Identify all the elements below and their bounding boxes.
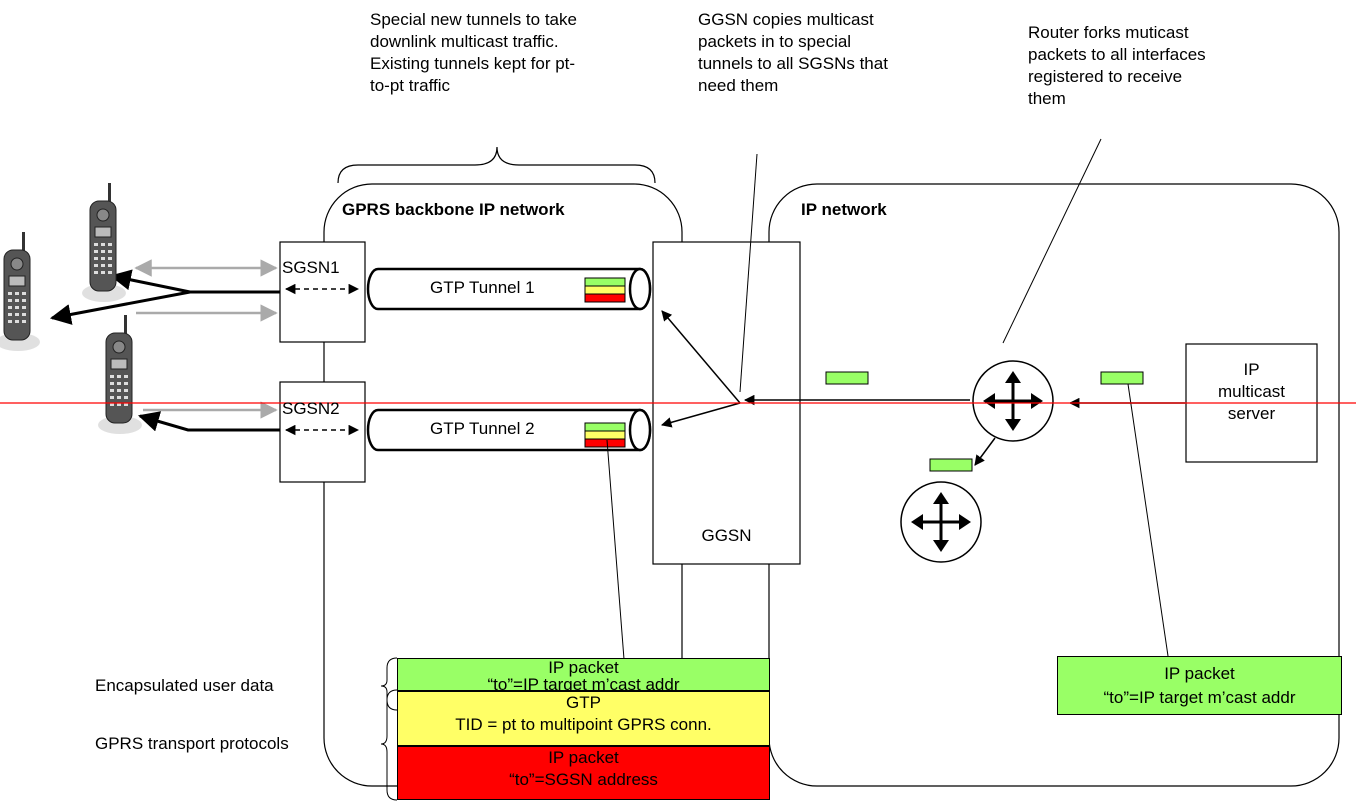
stack-layer-ip-transport: IP packet “to”=SGSN address [397,746,770,800]
stack-layer-ip-user: IP packet “to”=IP target m’cast addr [397,658,770,694]
tunnel-1-packet-stack [584,277,626,303]
stack-layer-ip-transport-line2: “to”=SGSN address [509,770,658,789]
stack-layer-ip-user-line2: “to”=IP target m’cast addr [487,675,680,694]
tunnels-annotation: Special new tunnels to take downlink mul… [370,10,577,95]
right-ip-packet: IP packet “to”=IP target m’cast addr [1057,656,1342,715]
sgsn2-label: SGSN2 [282,399,340,418]
router-icon [899,480,983,564]
tunnels-brace [337,146,656,184]
encap-brace [380,657,398,711]
encapsulated-user-data-label: Encapsulated user data [95,676,274,695]
stack-layer-ip-user-line1: IP packet [548,658,619,677]
gtp-tunnel-2 [366,408,652,452]
packet-icon [825,371,869,385]
right-ip-packet-line1: IP packet [1164,664,1235,683]
right-ip-packet-line2: “to”=IP target m’cast addr [1103,688,1296,707]
stack-layer-gtp: GTP TID = pt to multipoint GPRS conn. [397,691,770,746]
sgsn2-box [279,381,366,483]
tunnel-2-packet-stack [584,422,626,448]
transport-brace [380,689,398,801]
stack-layer-ip-transport-line1: IP packet [548,748,619,767]
mobile-phone-icon [81,182,127,303]
packet-icon [1100,371,1144,385]
tunnel-1-label: GTP Tunnel 1 [430,278,535,297]
server-label: IP multicast server [1217,360,1286,423]
ip-network-label: IP network [801,200,887,219]
router-annotation: Router forks muticast packets to all int… [1028,23,1206,108]
stack-layer-gtp-line1: GTP [566,693,601,712]
gprs-transport-protocols-label: GPRS transport protocols [95,734,289,753]
ggsn-annotation: GGSN copies multicast packets in to spec… [698,10,888,95]
gtp-tunnel-1 [366,267,652,311]
ggsn-label: GGSN [701,526,752,545]
stack-layer-gtp-line2: TID = pt to multipoint GPRS conn. [455,715,712,734]
mobile-phone-icon [0,231,41,352]
mobile-phone-icon [97,314,143,435]
packet-icon [929,458,973,472]
gprs-backbone-label: GPRS backbone IP network [342,200,565,219]
sgsn1-label: SGSN1 [282,258,340,277]
router-icon [971,359,1055,443]
tunnel-2-label: GTP Tunnel 2 [430,419,535,438]
